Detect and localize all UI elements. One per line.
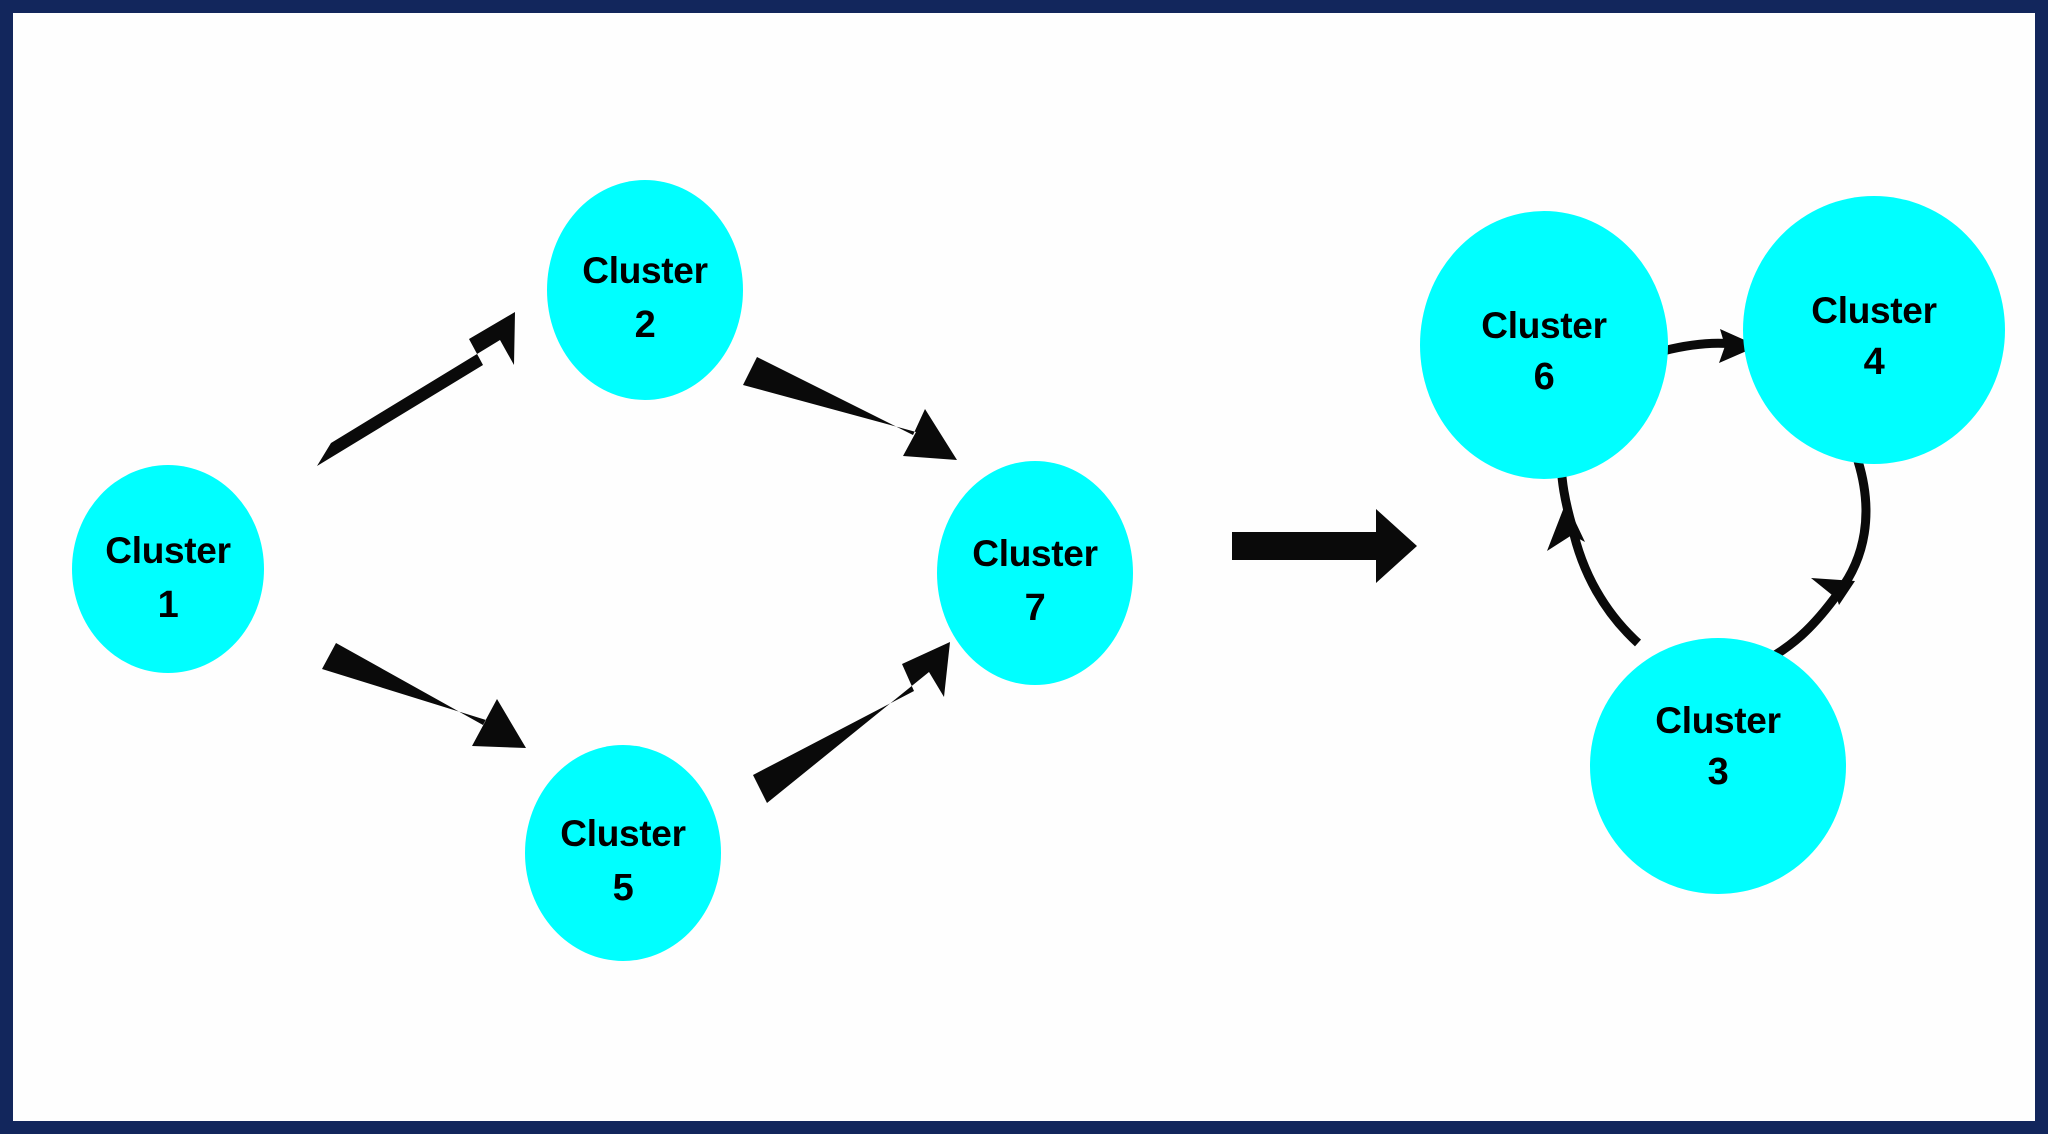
node-cluster-4-shape[interactable] xyxy=(1743,196,2005,464)
node-cluster-2[interactable]: Cluster 2 xyxy=(547,180,743,400)
node-cluster-5-shape[interactable] xyxy=(525,745,721,961)
node-cluster-2-shape[interactable] xyxy=(547,180,743,400)
edge-cluster2-to-cluster7 xyxy=(743,357,957,460)
node-cluster-4[interactable]: Cluster 4 xyxy=(1743,196,2005,464)
node-cluster-6-shape[interactable] xyxy=(1420,211,1668,479)
node-cluster-3[interactable]: Cluster 3 xyxy=(1590,638,1846,894)
edge-cluster1-to-cluster5 xyxy=(322,643,526,748)
node-cluster-5[interactable]: Cluster 5 xyxy=(525,745,721,961)
nodes-layer: Cluster 1 Cluster 2 Cluster 5 Cluster 7 xyxy=(72,180,2005,961)
node-cluster-1[interactable]: Cluster 1 xyxy=(72,465,264,673)
diagram-surface: Cluster 1 Cluster 2 Cluster 5 Cluster 7 xyxy=(13,13,2035,1121)
node-cluster-6[interactable]: Cluster 6 xyxy=(1420,211,1668,479)
edge-left-group-to-right-group xyxy=(1232,509,1417,583)
edge-cluster5-to-cluster7 xyxy=(753,642,950,803)
node-cluster-7-shape[interactable] xyxy=(937,461,1133,685)
edge-cluster1-to-cluster2 xyxy=(317,312,515,466)
edges-layer xyxy=(317,312,1871,803)
node-cluster-7[interactable]: Cluster 7 xyxy=(937,461,1133,685)
edge-cluster6-to-cluster4 xyxy=(1661,329,1758,363)
node-cluster-1-shape[interactable] xyxy=(72,465,264,673)
node-cluster-3-shape[interactable] xyxy=(1590,638,1846,894)
